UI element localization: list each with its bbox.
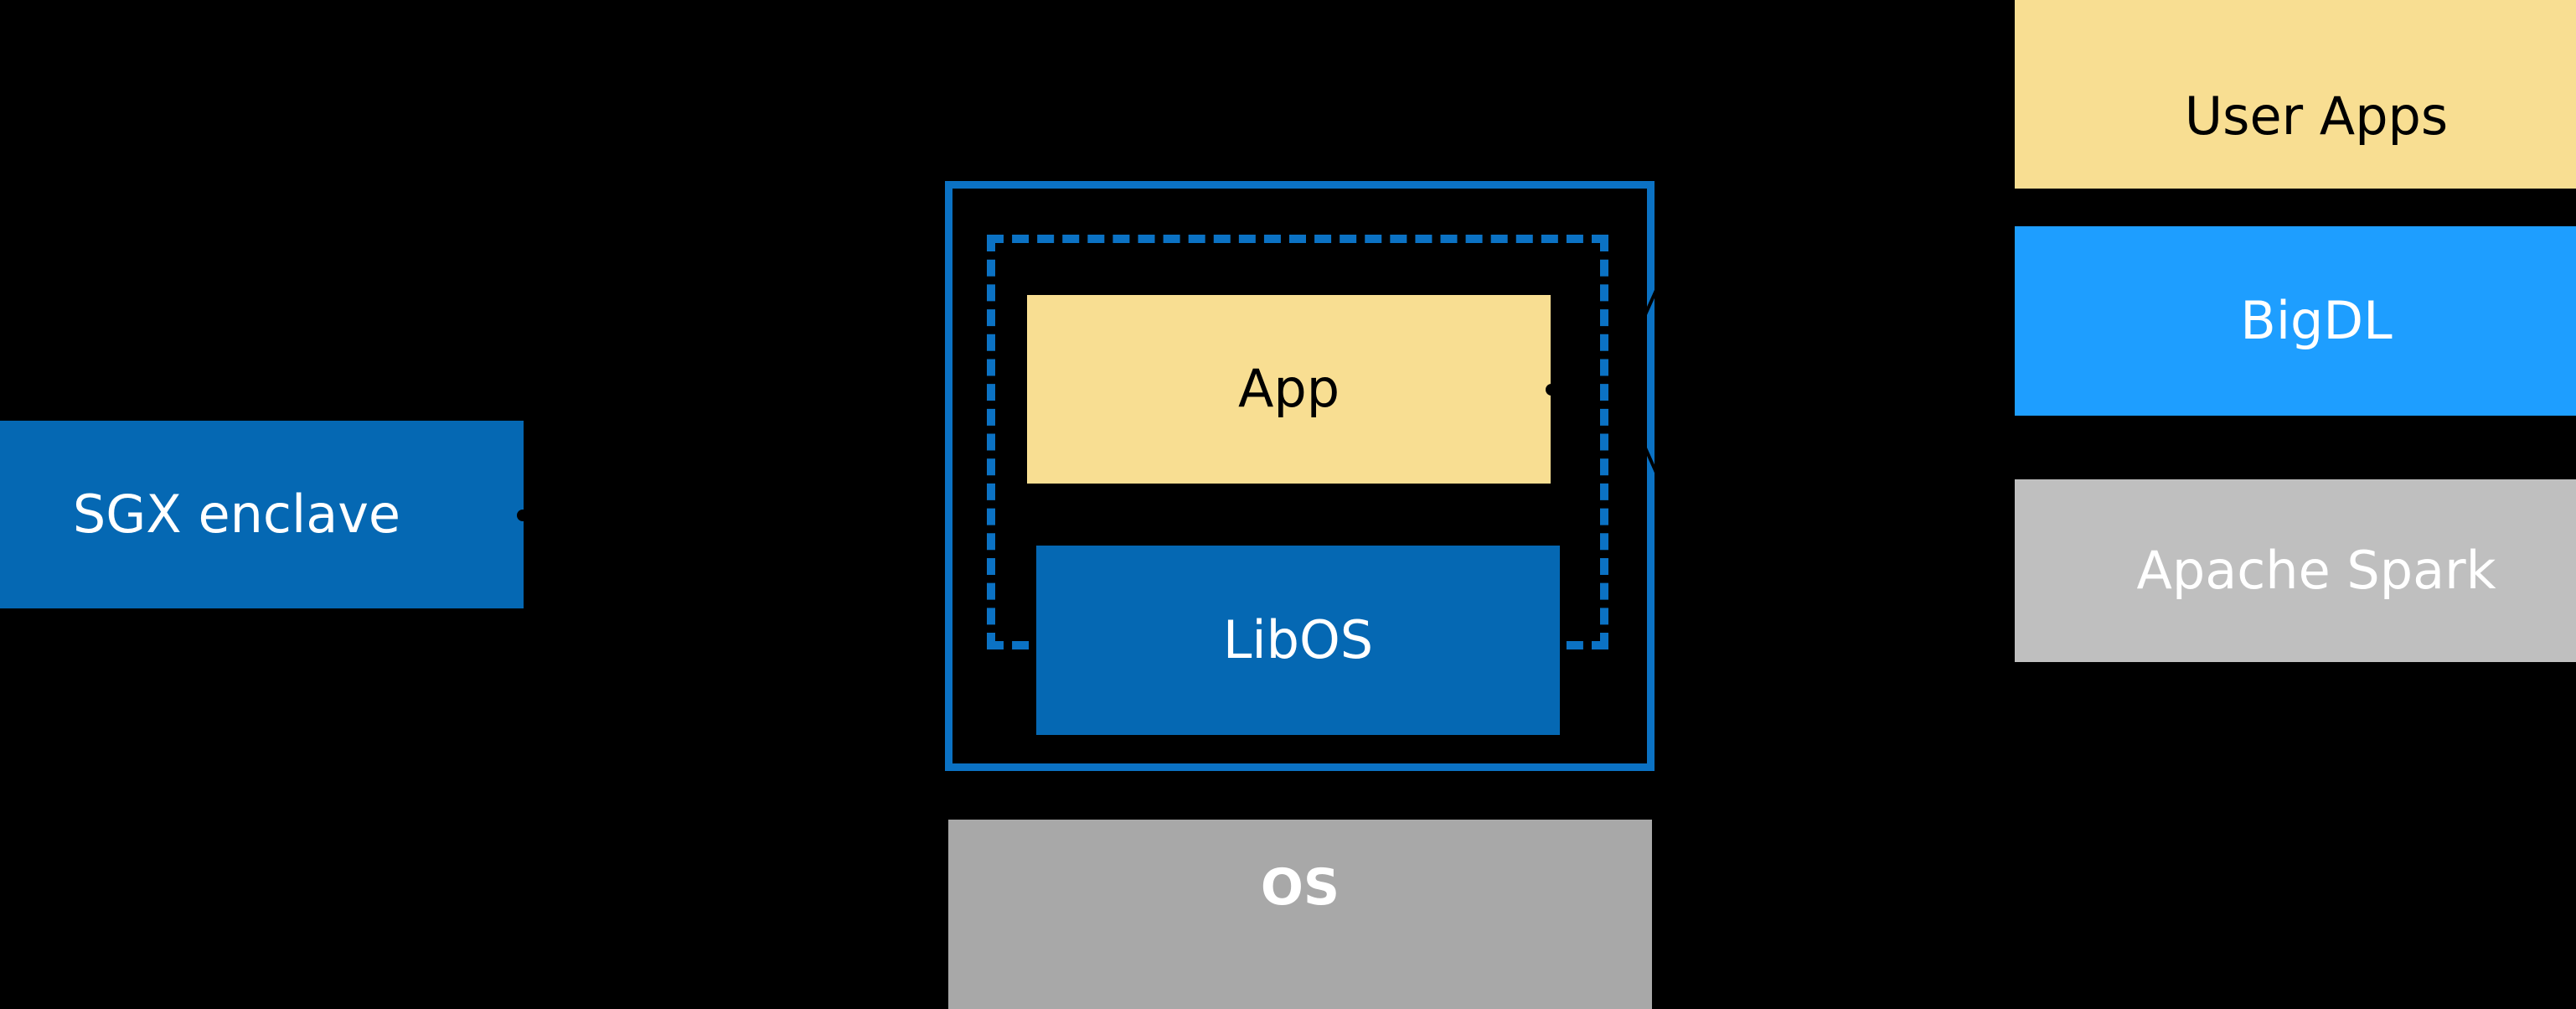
stack-item-user-apps-label: User Apps (2184, 85, 2449, 147)
libos-label: LibOS (1222, 608, 1374, 670)
os-label: OS (1260, 858, 1340, 917)
sgx-enclave-label: SGX enclave (72, 483, 401, 545)
stack-item-bigdl: BigDL (2015, 226, 2576, 416)
stack-item-apache-spark: Apache Spark (2015, 479, 2576, 662)
sgx-enclave-boundary-frame (945, 181, 1655, 771)
sgx-enclave-box: SGX enclave (0, 421, 524, 608)
stack-item-user-apps: User Apps (2015, 0, 2576, 189)
app-box: App (1027, 295, 1551, 484)
app-label: App (1237, 358, 1340, 420)
stack-item-bigdl-label: BigDL (2240, 289, 2393, 351)
app-connector-arrowhead (1546, 384, 1557, 396)
stack-item-apache-spark-label: Apache Spark (2136, 539, 2496, 601)
libos-box: LibOS (1036, 546, 1560, 735)
os-box: OS (948, 820, 1652, 1009)
sgx-enclave-connector-arrowhead (517, 510, 529, 521)
